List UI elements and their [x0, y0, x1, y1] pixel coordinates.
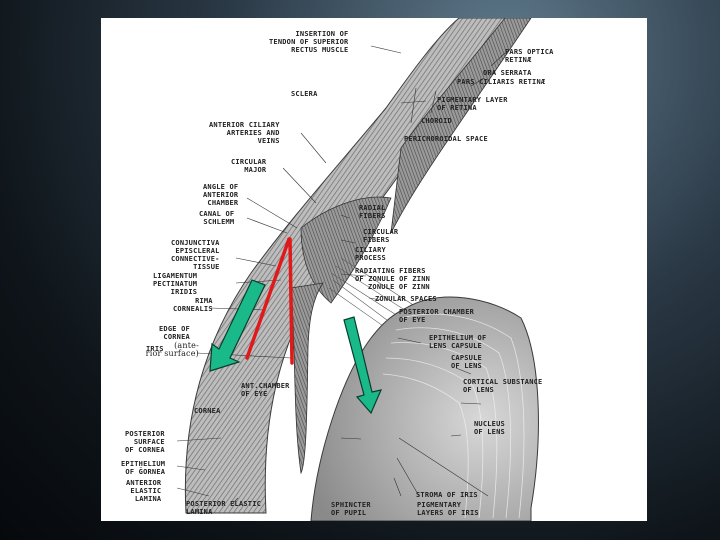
label-posterior-elastic-lamina: POSTERIOR ELASTIC LAMINA	[186, 500, 261, 516]
label-epithelium-cornea: EPITHELIUM OF ĞORNEA	[121, 460, 165, 476]
label-radiating-fibers: RADIATING FIBERS OF ZONULE OF ZINN	[355, 267, 430, 283]
label-pars-optica-retinae: PARS OPTICA RETINÆ	[505, 48, 554, 64]
label-pigmentary-layer-retina: PIGMENTARY LAYER OF RETINA	[437, 96, 508, 112]
label-ora-serrata: ORA SERRATA	[483, 69, 532, 77]
label-pars-ciliaris-retinae: PARS CILIARIS RETINÆ	[457, 78, 545, 86]
red-arrow-right	[290, 239, 292, 363]
label-zonule-of-zinn: ZONULE OF ZINN	[368, 283, 430, 291]
label-epithelium-lens-capsule: EPITHELIUM OF LENS CAPSULE	[429, 334, 486, 350]
label-cornea: CORNEA	[194, 407, 221, 415]
label-angle-anterior-chamber: ANGLE OF ANTERIOR CHAMBER	[203, 183, 238, 207]
label-circular-fibers: CIRCULAR FIBERS	[363, 228, 398, 244]
label-circular-major: CIRCULAR MAJOR	[231, 158, 266, 174]
label-sphincter-of-pupil: SPHINCTER OF PUPIL	[331, 501, 371, 517]
label-choroid: CHOROID	[421, 117, 452, 125]
label-cortical-substance: CORTICAL SUBSTANCE OF LENS	[463, 378, 542, 394]
label-rima-cornealis: RIMA CORNEALIS	[173, 297, 213, 313]
iris-shape	[291, 283, 323, 473]
label-zonular-spaces: ZONULAR SPACES	[375, 295, 437, 303]
lens-shape	[311, 297, 538, 521]
label-ligamentum-pectinatum: LIGAMENTUM PECTINATUM IRIDIS	[153, 272, 197, 296]
label-ciliary-process: CILIARY PROCESS	[355, 246, 386, 262]
label-iris-anterior-surface-text: (ante- rior surface)	[141, 342, 199, 358]
label-anterior-ciliary-arteries: ANTERIOR CILIARY ARTERIES AND VEINS	[209, 121, 280, 145]
label-edge-of-cornea: EDGE OF CORNEA	[159, 325, 190, 341]
label-posterior-surface-cornea: POSTERIOR SURFACE OF CORNEA	[125, 430, 165, 454]
anatomy-figure: INSERTION OF TENDON OF SUPERIOR RECTUS M…	[101, 18, 647, 521]
label-posterior-chamber: POSTERIOR CHAMBER OF EYE	[399, 308, 474, 324]
label-nucleus-of-lens: NUCLEUS OF LENS	[474, 420, 505, 436]
label-pigmentary-layers-iris: PIGMENTARY LAYERS OF IRIS	[417, 501, 479, 517]
label-perichoroidal-space: PERICHOROIDAL SPACE	[404, 135, 488, 143]
label-stroma-of-iris: STROMA OF IRIS	[416, 491, 478, 499]
label-radial-fibers: RADIAL FIBERS	[359, 204, 386, 220]
label-capsule-of-lens: CAPSULE OF LENS	[451, 354, 482, 370]
label-anterior-elastic-lamina: ANTERIOR ELASTIC LAMINA	[126, 479, 161, 503]
label-insertion-tendon: INSERTION OF TENDON OF SUPERIOR RECTUS M…	[269, 30, 348, 54]
label-sclera: SCLERA	[291, 90, 318, 98]
label-canal-of-schlemm: CANAL OF SCHLEMM	[199, 210, 234, 226]
label-conjunctiva: CONJUNCTIVA EPISCLERAL CONNECTIVE- TISSU…	[171, 239, 220, 271]
label-anterior-chamber: ANT.CHAMBER OF EYE	[241, 382, 290, 398]
